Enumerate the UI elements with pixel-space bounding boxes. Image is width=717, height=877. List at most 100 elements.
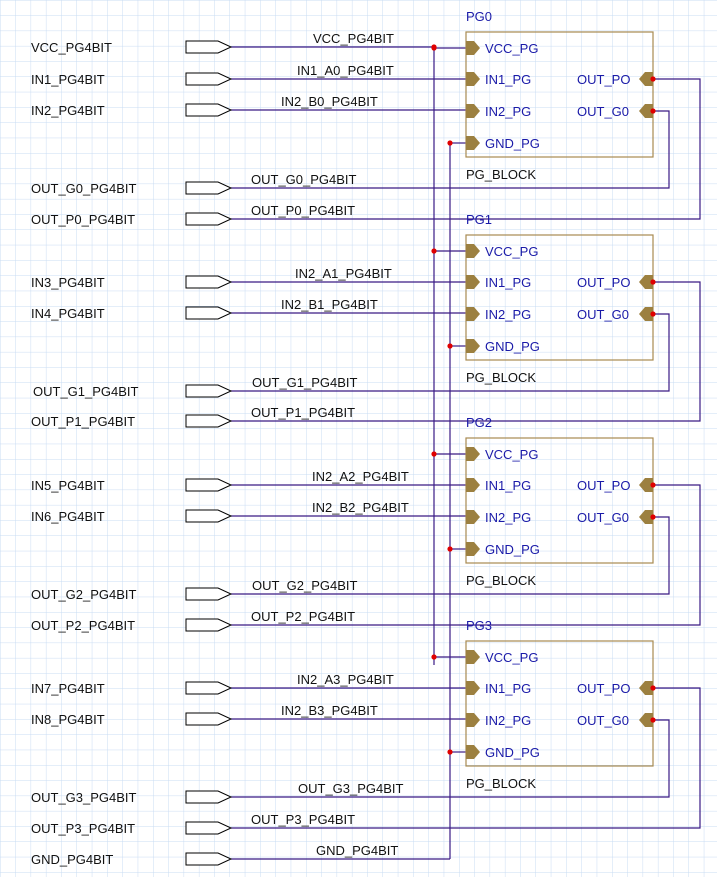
wire-out-g-2 [231, 516, 670, 595]
pin-arrow-out_p-2 [639, 478, 653, 492]
pin-label-vcc-3: VCC_PG [485, 650, 538, 665]
port-label-14: IN8_PG4BIT [31, 712, 105, 727]
pin-label-out_g-1: OUT_G0 [577, 307, 629, 322]
port-label-4: OUT_P0_PG4BIT [31, 212, 135, 227]
pin-label-out_g-0: OUT_G0 [577, 104, 629, 119]
pin-arrow-in2-2 [466, 510, 480, 524]
wire-out-p-3 [231, 687, 701, 829]
net-label-1: IN1_A0_PG4BIT [297, 63, 394, 78]
port-label-3: OUT_G0_PG4BIT [31, 181, 137, 196]
pin-arrow-in1-2 [466, 478, 480, 492]
net-label-17: GND_PG4BIT [316, 843, 398, 858]
block-body-0 [465, 31, 654, 158]
wires-layer [231, 46, 701, 860]
pin-arrow-vcc-0 [466, 41, 480, 55]
pin-label-gnd-0: GND_PG [485, 136, 540, 151]
net-label-13: IN2_A3_PG4BIT [297, 672, 394, 687]
pin-arrow-gnd-2 [466, 542, 480, 556]
pin-arrow-out_g-0 [639, 104, 653, 118]
ports-layer [185, 40, 233, 866]
block-instance-label-2: PG2 [466, 415, 492, 430]
port-label-11: OUT_G2_PG4BIT [31, 587, 137, 602]
net-label-4: OUT_P0_PG4BIT [251, 203, 355, 218]
pin-label-vcc-1: VCC_PG [485, 244, 538, 259]
pin-arrow-in1-1 [466, 275, 480, 289]
port-symbol-13 [185, 681, 233, 695]
port-symbol-4 [185, 212, 233, 226]
pin-arrow-out_g-3 [639, 713, 653, 727]
pin-label-out_p-2: OUT_PO [577, 478, 630, 493]
block-body-2 [465, 437, 654, 564]
junction-gnd-0 [447, 140, 453, 146]
net-label-8: OUT_P1_PG4BIT [251, 405, 355, 420]
wire-out-g-3 [231, 719, 670, 798]
pin-arrow-gnd-1 [466, 339, 480, 353]
pin-arrow-in1-3 [466, 681, 480, 695]
port-label-0: VCC_PG4BIT [31, 40, 112, 55]
block-type-label-1: PG_BLOCK [466, 370, 536, 385]
block-type-label-3: PG_BLOCK [466, 776, 536, 791]
net-labels-layer: VCC_PG4BITVCC_PG4BITIN1_PG4BITIN1_A0_PG4… [31, 31, 409, 867]
net-label-3: OUT_G0_PG4BIT [251, 172, 357, 187]
port-symbol-16 [185, 821, 233, 835]
pin-arrow-out_g-2 [639, 510, 653, 524]
pin-arrow-out_p-3 [639, 681, 653, 695]
junction-out-p-3 [650, 685, 656, 691]
port-label-12: OUT_P2_PG4BIT [31, 618, 135, 633]
junctions-layer [431, 44, 656, 755]
port-label-8: OUT_P1_PG4BIT [31, 414, 135, 429]
junction-vcc-3 [431, 654, 437, 660]
port-symbol-1 [185, 72, 233, 86]
net-label-6: IN2_B1_PG4BIT [281, 297, 378, 312]
junction-out-p-2 [650, 482, 656, 488]
port-label-15: OUT_G3_PG4BIT [31, 790, 137, 805]
pin-label-out_g-3: OUT_G0 [577, 713, 629, 728]
junction-vcc-port [431, 44, 437, 50]
pin-arrow-out_p-1 [639, 275, 653, 289]
pin-label-gnd-2: GND_PG [485, 542, 540, 557]
net-label-12: OUT_P2_PG4BIT [251, 609, 355, 624]
junction-out-g-0 [650, 108, 656, 114]
port-label-1: IN1_PG4BIT [31, 72, 105, 87]
block-type-label-2: PG_BLOCK [466, 573, 536, 588]
junction-vcc-1 [431, 248, 437, 254]
junction-vcc-2 [431, 451, 437, 457]
port-label-2: IN2_PG4BIT [31, 103, 105, 118]
blocks-layer: PG0PG_BLOCKVCC_PGIN1_PGIN2_PGGND_PGOUT_P… [465, 9, 654, 791]
port-label-9: IN5_PG4BIT [31, 478, 105, 493]
net-label-7: OUT_G1_PG4BIT [252, 375, 358, 390]
port-symbol-15 [185, 790, 233, 804]
wire-out-g-0 [231, 110, 670, 189]
block-body-3 [465, 640, 654, 767]
port-symbol-0 [185, 40, 233, 54]
net-label-10: IN2_B2_PG4BIT [312, 500, 409, 515]
port-symbol-17 [185, 852, 233, 866]
junction-out-g-2 [650, 514, 656, 520]
pin-label-out_g-2: OUT_G0 [577, 510, 629, 525]
pin-label-out_p-0: OUT_PO [577, 72, 630, 87]
port-label-6: IN4_PG4BIT [31, 306, 105, 321]
junction-out-p-1 [650, 279, 656, 285]
net-label-5: IN2_A1_PG4BIT [295, 266, 392, 281]
junction-gnd-1 [447, 343, 453, 349]
block-instance-label-1: PG1 [466, 212, 492, 227]
pin-arrow-in2-0 [466, 104, 480, 118]
pin-arrow-out_g-1 [639, 307, 653, 321]
port-symbol-10 [185, 509, 233, 523]
block-instance-label-3: PG3 [466, 618, 492, 633]
net-label-11: OUT_G2_PG4BIT [252, 578, 358, 593]
net-label-16: OUT_P3_PG4BIT [251, 812, 355, 827]
pin-arrow-in1-0 [466, 72, 480, 86]
port-symbol-6 [185, 306, 233, 320]
pin-label-in1-3: IN1_PG [485, 681, 531, 696]
port-label-13: IN7_PG4BIT [31, 681, 105, 696]
pin-arrow-in2-3 [466, 713, 480, 727]
port-symbol-9 [185, 478, 233, 492]
port-symbol-8 [185, 414, 233, 428]
pin-arrow-vcc-3 [466, 650, 480, 664]
pin-label-in2-2: IN2_PG [485, 510, 531, 525]
pin-label-in2-3: IN2_PG [485, 713, 531, 728]
port-label-7: OUT_G1_PG4BIT [33, 384, 139, 399]
pin-label-vcc-2: VCC_PG [485, 447, 538, 462]
